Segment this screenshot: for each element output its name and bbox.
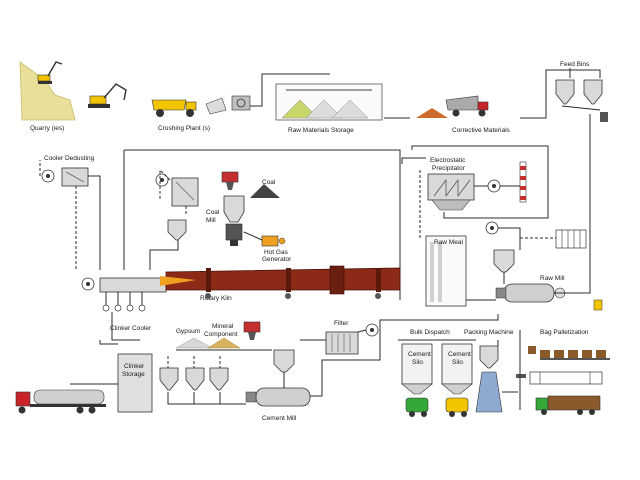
clinker-storage: Clinker Storage <box>99 340 153 413</box>
coal-label: Coal <box>262 179 276 186</box>
pallet-icon <box>528 346 610 360</box>
stack <box>519 161 527 203</box>
fan-icon <box>155 173 169 187</box>
bulk-dispatch: Bulk Dispatch Cement Silo Cement Silo <box>398 329 476 417</box>
filter: Filter <box>300 320 379 355</box>
hopper-icon <box>273 349 295 373</box>
dump-truck-icon <box>151 99 197 117</box>
hopper-icon <box>209 367 229 391</box>
filter-label: Filter <box>334 320 349 327</box>
hot-gas-generator <box>261 235 286 247</box>
raw-materials-storage-label: Raw Materials Storage <box>288 127 354 134</box>
hopper-icon <box>583 79 603 105</box>
truck-icon <box>405 397 429 417</box>
raw-mill-label: Raw Mill <box>540 275 565 282</box>
hopper-icon <box>159 367 179 391</box>
fan-icon <box>487 179 501 193</box>
coal-system: Coal Coal Mill Hot Gas Generator <box>149 168 292 270</box>
packing-machine-label: Packing Machine <box>464 329 514 336</box>
rotary-kiln: Rotary Kiln Clinker Cooler <box>81 265 401 341</box>
esp-label-1: Electrostatic <box>430 157 466 164</box>
additives: Gypsum Mineral Component <box>175 321 272 351</box>
hot-gas-generator-label-1: Hot Gas <box>264 249 289 256</box>
cooler-dedusting: Cooler Dedusting <box>39 155 95 187</box>
cement-silo-1-label-2: Silo <box>412 359 423 366</box>
cement-mill: Cement Mill <box>245 314 499 422</box>
excavator-icon <box>37 61 63 84</box>
cement-mill-label: Cement Mill <box>262 415 297 422</box>
kiln-supports <box>205 293 381 299</box>
silo-icon <box>441 343 473 395</box>
feed-bins: Feed Bins <box>555 61 608 122</box>
fan-icon <box>41 169 55 183</box>
raw-materials-storage: Raw Materials Storage <box>275 83 383 134</box>
cement-silo-2-label-1: Cement <box>448 351 471 358</box>
mineral-component-label-2: Component <box>204 331 238 338</box>
bag-palletization-label: Bag Palletization <box>540 329 589 336</box>
cooler-dedusting-label: Cooler Dedusting <box>44 155 95 162</box>
mineral-component-label-1: Mineral <box>212 323 234 330</box>
cement-silo-1-label-1: Cement <box>408 351 431 358</box>
bulk-dispatch-label: Bulk Dispatch <box>410 329 450 336</box>
corrective-materials: Corrective Materials <box>416 95 511 134</box>
raw-meal-area: Raw Meal Raw Mill <box>425 114 603 311</box>
gypsum-label: Gypsum <box>176 328 200 335</box>
truck-icon <box>445 397 469 417</box>
cement-mill-hoppers <box>159 356 246 405</box>
bag-palletization: Bag Palletization <box>502 329 610 415</box>
fan-icon <box>365 323 379 337</box>
crushing-plant: Crushing Plant (s) <box>158 95 251 132</box>
cooler-grid <box>555 229 587 249</box>
quarry: Quarry (ies) <box>19 61 76 132</box>
clinker-storage-label-2: Storage <box>122 371 145 378</box>
dump-truck-icon <box>445 95 489 117</box>
feed-bins-label: Feed Bins <box>560 61 590 68</box>
tanker-truck-icon <box>15 383 118 414</box>
quarry-label: Quarry (ies) <box>30 125 64 132</box>
esp-label-2: Precipitator <box>432 165 466 172</box>
rotary-kiln-label: Rotary Kiln <box>200 295 232 302</box>
fan-icon <box>485 221 499 235</box>
hopper-icon <box>185 367 205 391</box>
coal-mill-label-1: Coal <box>206 209 220 216</box>
hopper-icon <box>479 345 499 369</box>
hopper-icon <box>555 79 575 105</box>
silo-icon <box>401 343 433 395</box>
crushing-plant-label: Crushing Plant (s) <box>158 125 210 132</box>
excavator-2 <box>88 83 127 108</box>
hot-gas-generator-label-2: Generator <box>262 256 292 263</box>
coal-mill-label-2: Mill <box>206 217 216 224</box>
cement-silo-2-label-2: Silo <box>452 359 463 366</box>
electrostatic-precipitator: Electrostatic Precipitator <box>401 145 549 240</box>
packing-machine: Packing Machine <box>464 329 514 413</box>
coal-mill <box>223 195 245 246</box>
hopper-icon <box>167 219 187 241</box>
clinker-storage-label-1: Clinker <box>124 363 145 370</box>
clinker-cooler-label: Clinker Cooler <box>110 325 152 332</box>
corrective-materials-label: Corrective Materials <box>452 127 511 134</box>
truck-icon <box>535 395 601 415</box>
fan-icon <box>81 277 95 291</box>
hopper-icon <box>493 249 515 273</box>
raw-meal-label: Raw Meal <box>434 239 463 246</box>
